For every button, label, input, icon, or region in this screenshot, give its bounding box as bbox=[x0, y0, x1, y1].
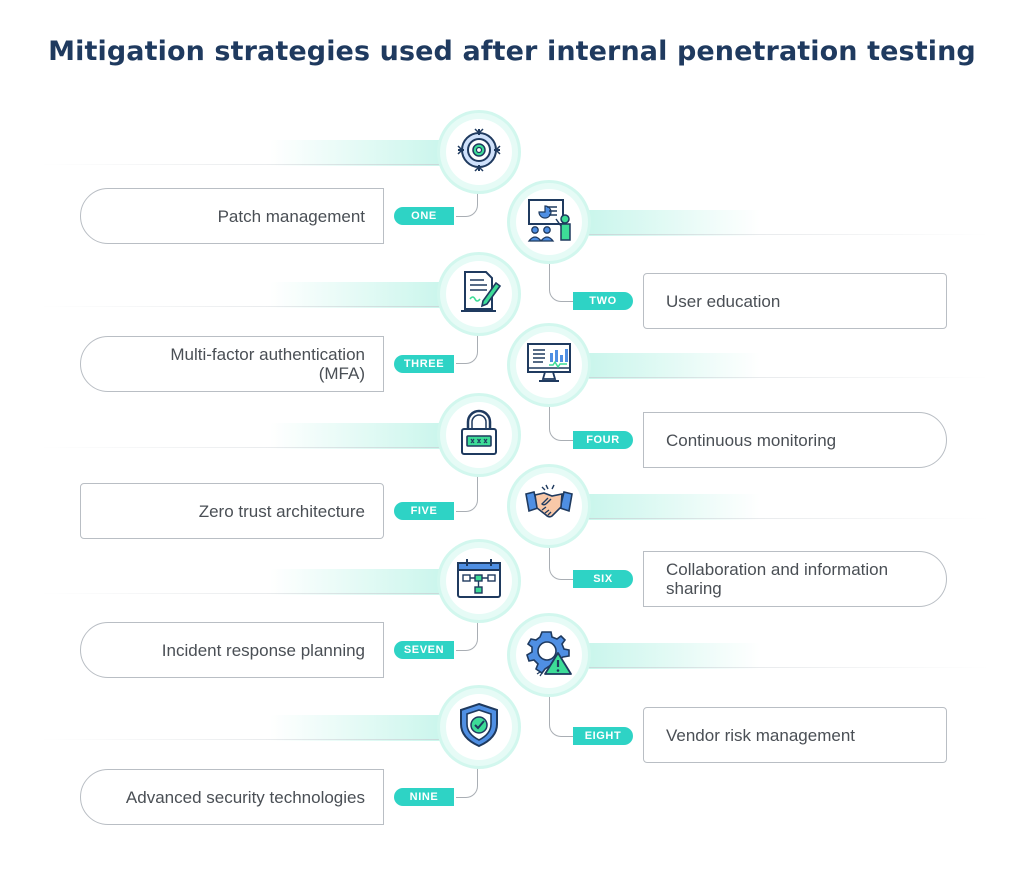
guide-line bbox=[40, 593, 445, 594]
strategy-card: Vendor risk management bbox=[643, 707, 947, 763]
glow-bar bbox=[270, 569, 445, 595]
strategy-badge: NINE bbox=[394, 788, 454, 806]
strategy-icon-circle bbox=[440, 396, 518, 474]
guide-line bbox=[40, 164, 445, 165]
guide-line bbox=[40, 447, 445, 448]
guide-line bbox=[588, 518, 990, 519]
glow-bar bbox=[270, 423, 445, 449]
handshake-icon bbox=[524, 484, 574, 529]
connector-line bbox=[549, 404, 574, 441]
page-title: Mitigation strategies used after interna… bbox=[48, 36, 976, 67]
strategy-icon-circle bbox=[440, 113, 518, 191]
strategy-label: Continuous monitoring bbox=[666, 430, 837, 450]
strategy-badge: EIGHT bbox=[573, 727, 633, 745]
strategy-badge: ONE bbox=[394, 207, 454, 225]
strategy-icon-circle bbox=[440, 688, 518, 766]
connector-line bbox=[549, 694, 574, 737]
glow-bar bbox=[588, 643, 760, 669]
strategy-card: Advanced security technologies bbox=[80, 769, 384, 825]
strategy-badge: THREE bbox=[394, 355, 454, 373]
gear-target-icon bbox=[456, 127, 502, 178]
calendar-plan-icon bbox=[455, 557, 503, 606]
strategy-icon-circle bbox=[440, 542, 518, 620]
guide-line bbox=[588, 377, 990, 378]
guide-line bbox=[588, 667, 990, 668]
strategy-card: Patch management bbox=[80, 188, 384, 244]
connector-line bbox=[456, 333, 478, 364]
glow-bar bbox=[588, 494, 760, 520]
strategy-card: Continuous monitoring bbox=[643, 412, 947, 468]
connector-line bbox=[456, 474, 478, 512]
strategy-icon-circle bbox=[510, 467, 588, 545]
strategy-label: Incident response planning bbox=[161, 640, 365, 660]
strategy-label: Patch management bbox=[217, 206, 365, 226]
shield-check-icon bbox=[458, 702, 500, 753]
connector-line bbox=[549, 545, 574, 580]
strategy-label: Vendor risk management bbox=[666, 725, 855, 745]
connector-line bbox=[549, 262, 574, 302]
strategy-badge: SEVEN bbox=[394, 641, 454, 659]
presentation-icon bbox=[525, 197, 573, 248]
strategy-badge: TWO bbox=[573, 292, 633, 310]
guide-line bbox=[588, 234, 990, 235]
guide-line bbox=[40, 306, 445, 307]
strategy-card: Collaboration and information sharing bbox=[643, 551, 947, 607]
strategy-badge: FIVE bbox=[394, 502, 454, 520]
strategy-label: Advanced security technologies bbox=[125, 787, 365, 807]
glow-bar bbox=[270, 282, 445, 308]
monitor-dashboard-icon bbox=[525, 341, 573, 390]
strategy-card: Incident response planning bbox=[80, 622, 384, 678]
strategy-badge: FOUR bbox=[573, 431, 633, 449]
padlock-icon bbox=[458, 409, 500, 462]
strategy-label: Collaboration and information sharing bbox=[666, 560, 889, 598]
glow-bar bbox=[588, 210, 760, 236]
document-sign-icon bbox=[456, 269, 502, 320]
glow-bar bbox=[588, 353, 760, 379]
connector-line bbox=[456, 190, 478, 217]
strategy-label: User education bbox=[666, 291, 781, 311]
strategy-icon-circle bbox=[440, 255, 518, 333]
glow-bar bbox=[270, 715, 445, 741]
strategy-label: Zero trust architecture bbox=[198, 501, 365, 521]
strategy-icon-circle bbox=[510, 616, 588, 694]
strategy-label: Multi-factor authentication (MFA) bbox=[170, 345, 365, 383]
guide-line bbox=[40, 739, 445, 740]
strategy-card: Multi-factor authentication (MFA) bbox=[80, 336, 384, 392]
strategy-card: User education bbox=[643, 273, 947, 329]
strategy-badge: SIX bbox=[573, 570, 633, 588]
connector-line bbox=[456, 766, 478, 798]
gear-warning-icon bbox=[525, 629, 573, 682]
glow-bar bbox=[270, 140, 445, 166]
strategy-icon-circle bbox=[510, 326, 588, 404]
strategy-icon-circle bbox=[510, 183, 588, 261]
strategy-card: Zero trust architecture bbox=[80, 483, 384, 539]
connector-line bbox=[456, 620, 478, 651]
